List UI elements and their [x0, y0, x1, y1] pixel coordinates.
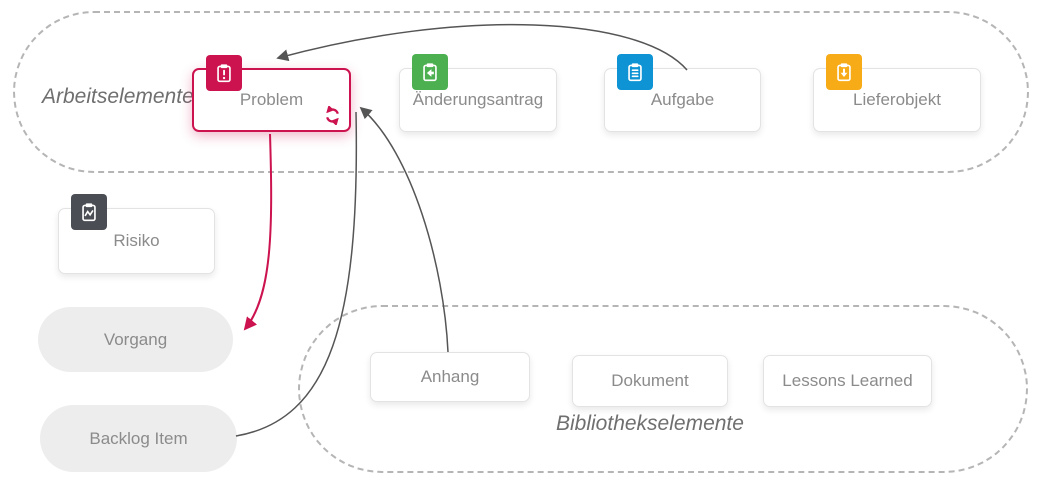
node-label: Lieferobjekt — [853, 90, 941, 109]
node-label: Dokument — [611, 371, 689, 390]
group-label-bibliothekselemente: Bibliothekselemente — [556, 412, 744, 435]
node-label: Risiko — [113, 231, 160, 250]
node-label: Backlog Item — [89, 428, 188, 448]
node-backlog-item[interactable]: Backlog Item — [40, 405, 237, 472]
clipboard-arrow-down-icon — [826, 54, 862, 90]
node-label: Änderungsantrag — [412, 90, 544, 109]
node-anhang[interactable]: Anhang — [370, 352, 530, 402]
node-lieferobjekt[interactable]: Lieferobjekt — [813, 54, 981, 132]
clipboard-exclamation-icon — [206, 55, 242, 91]
node-label: Problem — [239, 90, 304, 109]
node-aenderungsantrag[interactable]: Änderungsantrag — [399, 54, 557, 132]
group-label-arbeitselemente: Arbeitselemente — [42, 85, 194, 108]
node-aufgabe[interactable]: Aufgabe — [604, 54, 761, 132]
node-lessons-learned[interactable]: Lessons Learned — [763, 355, 932, 407]
group-arbeitselemente — [13, 11, 1029, 173]
node-label: Lessons Learned — [782, 371, 913, 390]
clipboard-list-icon — [617, 54, 653, 90]
node-label: Anhang — [420, 367, 480, 386]
node-dokument[interactable]: Dokument — [572, 355, 728, 407]
clipboard-arrow-left-icon — [412, 54, 448, 90]
node-vorgang[interactable]: Vorgang — [38, 307, 233, 372]
sync-icon — [323, 105, 342, 126]
clipboard-zigzag-icon — [71, 194, 107, 230]
node-label: Aufgabe — [650, 90, 715, 109]
node-label: Vorgang — [103, 329, 168, 349]
node-problem[interactable]: Problem — [192, 55, 351, 132]
node-risiko[interactable]: Risiko — [58, 194, 215, 274]
